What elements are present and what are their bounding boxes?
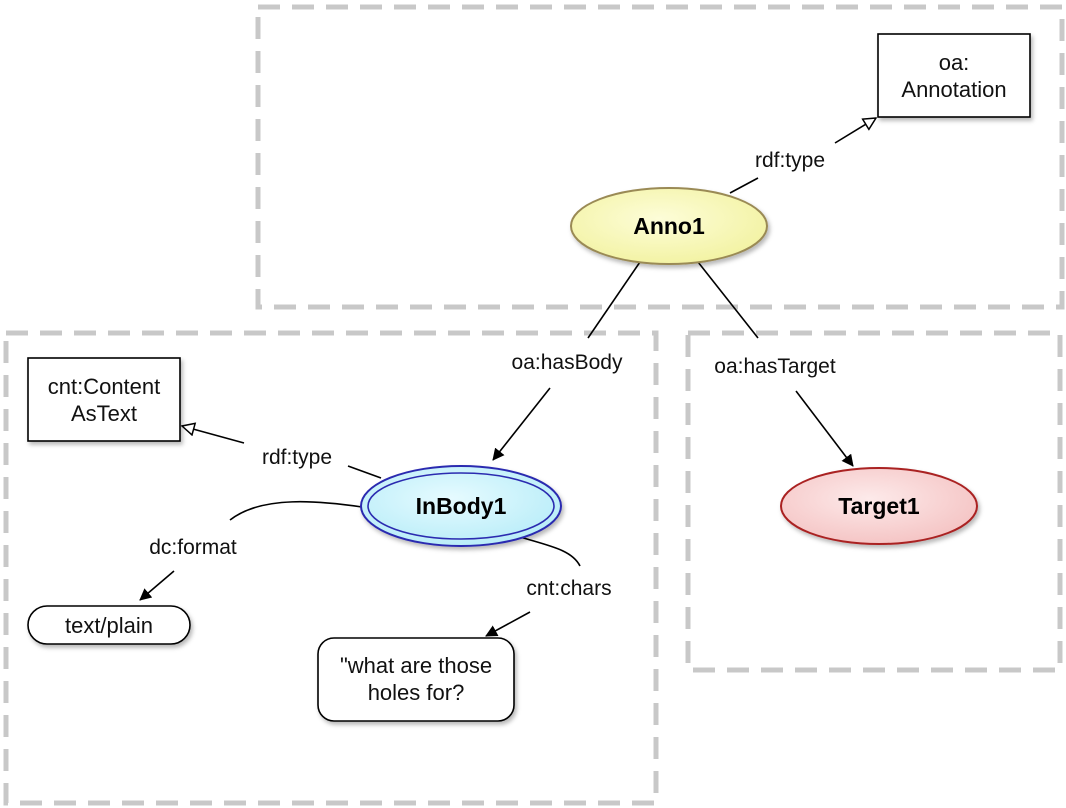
- chars-edge-b: [485, 611, 531, 637]
- chars-label: cnt:chars: [526, 577, 611, 600]
- content-class-line1: cnt:Content: [48, 374, 161, 399]
- content-class-line2: AsText: [71, 401, 137, 426]
- body-region: [3, 330, 659, 806]
- has-body-edge-a: [587, 261, 641, 339]
- format-literal[interactable]: text/plain: [27, 605, 191, 645]
- has-target-edge-b: [795, 390, 854, 467]
- target-region: [685, 330, 1063, 673]
- anno-type-label: rdf:type: [755, 149, 825, 172]
- anno-type-edge-a: [729, 177, 759, 194]
- anno-type-edge-b: [834, 118, 876, 144]
- body-type-edge-a: [347, 465, 382, 479]
- content-class-box[interactable]: cnt:Content AsText: [27, 357, 181, 442]
- body-type-label: rdf:type: [262, 446, 332, 469]
- target1-node[interactable]: Target1: [780, 467, 978, 545]
- anno1-node[interactable]: Anno1: [570, 187, 768, 265]
- annotation-class-line1: oa:: [939, 50, 970, 75]
- annotation-class-box[interactable]: oa: Annotation: [877, 33, 1031, 118]
- annotation-region: [255, 4, 1065, 310]
- has-target-edge-a: [697, 261, 759, 339]
- chars-literal[interactable]: "what are those holes for?: [317, 637, 515, 722]
- format-edge-a: [229, 500, 363, 521]
- anno1-label: Anno1: [633, 213, 705, 239]
- format-literal-label: text/plain: [65, 613, 153, 638]
- chars-literal-line1: "what are those: [340, 653, 492, 678]
- annotation-class-line2: Annotation: [901, 77, 1006, 102]
- has-body-label: oa:hasBody: [512, 351, 623, 374]
- inbody1-node[interactable]: InBody1: [360, 465, 562, 547]
- chars-literal-line2: holes for?: [368, 680, 465, 705]
- has-body-edge-b: [492, 387, 551, 461]
- chars-edge-a: [519, 536, 581, 567]
- format-edge-b: [139, 570, 175, 601]
- has-target-label: oa:hasTarget: [714, 355, 836, 378]
- inbody1-label: InBody1: [416, 493, 507, 519]
- body-type-edge-b: [182, 426, 245, 444]
- format-label: dc:format: [149, 536, 237, 559]
- target1-label: Target1: [838, 493, 920, 519]
